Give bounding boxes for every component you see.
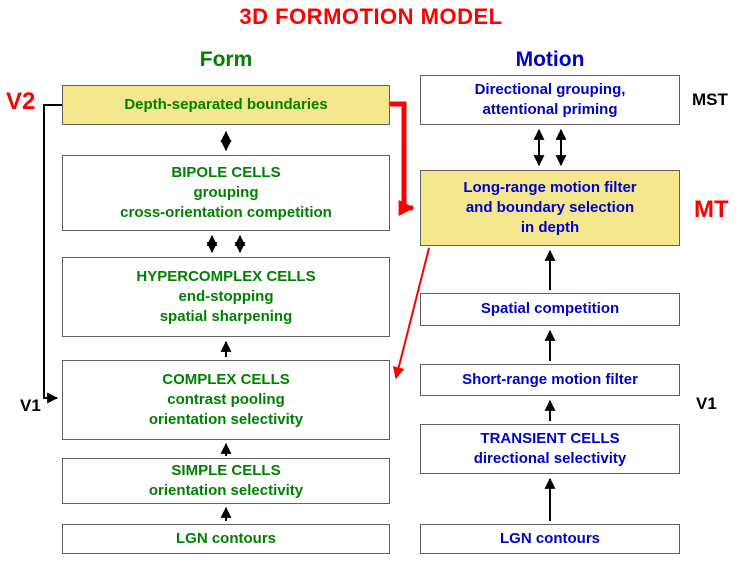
- box-complex-cells: COMPLEX CELLS contrast pooling orientati…: [62, 360, 390, 440]
- box-line: end-stopping: [178, 287, 274, 305]
- box-line: orientation selectivity: [148, 411, 304, 429]
- box-line: LGN contours: [176, 529, 276, 547]
- box-line: cross-orientation competition: [120, 204, 332, 222]
- box-long-range-motion-filter: Long-range motion filter and boundary se…: [420, 170, 680, 246]
- box-line: spatial sharpening: [159, 308, 293, 326]
- box-line: SIMPLE CELLS: [171, 461, 281, 479]
- box-line: TRANSIENT CELLS: [480, 429, 620, 447]
- box-line: Depth-separated boundaries: [124, 95, 328, 113]
- box-line: Short-range motion filter: [462, 370, 638, 388]
- box-line: Long-range motion filter: [463, 178, 637, 196]
- box-line: in depth: [520, 219, 580, 237]
- box-line: orientation selectivity: [148, 482, 304, 499]
- label-v1-right: V1: [696, 394, 717, 413]
- motion-column-header: Motion: [515, 48, 585, 71]
- box-line: directional selectivity: [473, 450, 627, 467]
- box-bipole-cells: BIPOLE CELLS grouping cross-orientation …: [62, 155, 390, 231]
- box-depth-separated-boundaries: Depth-separated boundaries: [62, 85, 390, 125]
- box-directional-grouping: Directional grouping, attentional primin…: [420, 75, 680, 125]
- box-lgn-contours-form: LGN contours: [62, 524, 390, 554]
- box-hypercomplex-cells: HYPERCOMPLEX CELLS end-stopping spatial …: [62, 257, 390, 337]
- box-short-range-motion-filter: Short-range motion filter: [420, 364, 680, 396]
- box-line: contrast pooling: [167, 390, 285, 408]
- box-line: and boundary selection: [465, 198, 635, 216]
- arrow-v2-feedback-to-v1: [43, 104, 62, 404]
- box-line: grouping: [193, 183, 259, 201]
- arrow-form-to-motion-red: [390, 101, 415, 216]
- box-line: Directional grouping,: [474, 80, 626, 98]
- label-v1-left: V1: [20, 396, 41, 415]
- diagram-title: 3D FORMOTION MODEL: [239, 4, 503, 29]
- box-line: Spatial competition: [480, 300, 620, 318]
- box-line: COMPLEX CELLS: [162, 370, 290, 388]
- box-line: BIPOLE CELLS: [171, 163, 281, 181]
- label-mst: MST: [692, 90, 728, 109]
- box-line: LGN contours: [500, 529, 600, 547]
- box-line: attentional priming: [482, 101, 618, 118]
- form-column-header: Form: [199, 48, 253, 71]
- label-mt: MT: [694, 196, 729, 223]
- box-line: HYPERCOMPLEX CELLS: [136, 267, 316, 285]
- label-v2: V2: [6, 88, 36, 115]
- box-transient-cells: TRANSIENT CELLS directional selectivity: [420, 424, 680, 474]
- box-spatial-competition: Spatial competition: [420, 293, 680, 326]
- box-lgn-contours-motion: LGN contours: [420, 524, 680, 554]
- box-simple-cells: SIMPLE CELLS orientation selectivity: [62, 458, 390, 504]
